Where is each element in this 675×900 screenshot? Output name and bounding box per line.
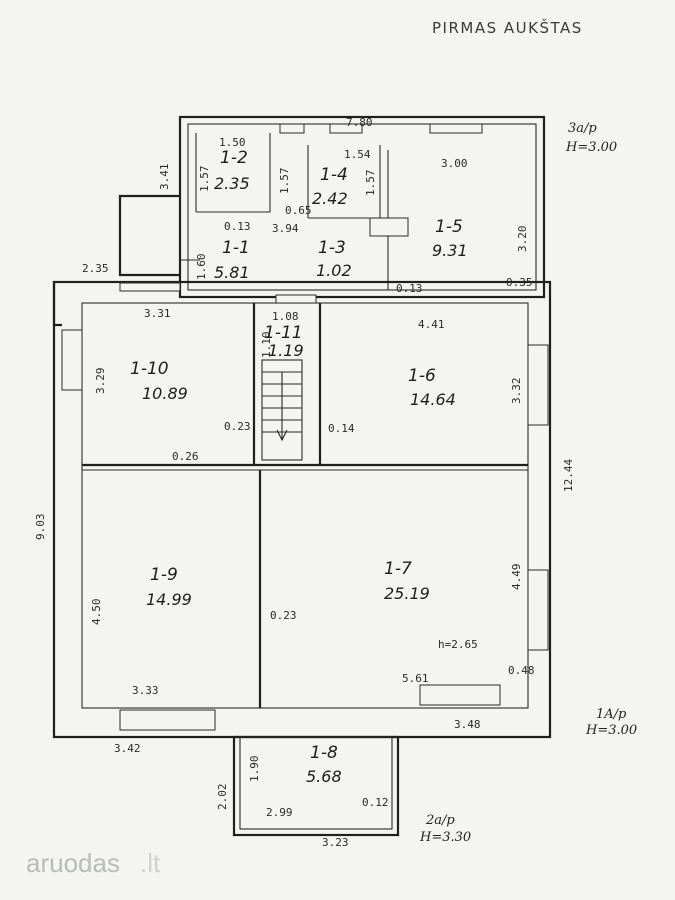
room-1-9-id: 1-9 [150, 565, 178, 585]
room-1-2-id: 1-2 [220, 148, 248, 168]
dim-2-02: 2.02 [216, 784, 229, 811]
dim-5-61: 5.61 [402, 672, 429, 685]
dim-0-26: 0.26 [172, 450, 199, 463]
dim-3-00: 3.00 [441, 157, 468, 170]
floor-title: PIRMAS AUKŠTAS [432, 18, 583, 37]
dim-1-50: 1.50 [219, 136, 246, 149]
dim-3-33: 3.33 [132, 684, 159, 697]
dim-1-90: 1.90 [248, 756, 261, 783]
room-labels: 1-2 2.35 1-4 2.42 1-5 9.31 1-1 5.81 1-3 … [130, 148, 468, 786]
watermark: aruodas .lt [26, 848, 161, 878]
note-2ap-height: H=3.30 [419, 830, 471, 845]
dim-1-57c: 1.57 [364, 170, 377, 197]
dim-2-35: 2.35 [82, 262, 109, 275]
room-1-5-id: 1-5 [435, 217, 463, 237]
dim-0-48: 0.48 [508, 664, 535, 677]
room-1-7-id: 1-7 [384, 559, 412, 579]
dim-3-48: 3.48 [454, 718, 481, 731]
room-1-10-id: 1-10 [130, 359, 169, 379]
dim-1-57b: 1.57 [278, 168, 291, 195]
note-1ap-height: H=3.00 [585, 723, 637, 738]
room-1-6-id: 1-6 [408, 366, 436, 386]
dim-0-35: 0.35 [506, 276, 533, 289]
room-1-8-area: 5.68 [306, 767, 342, 786]
dim-1-08: 1.08 [272, 310, 299, 323]
windows [61, 123, 549, 731]
room-1-4-area: 2.42 [312, 189, 348, 208]
dim-0-23a: 0.23 [224, 420, 251, 433]
room-1-1-id: 1-1 [222, 238, 250, 258]
room-1-6-area: 14.64 [410, 390, 456, 409]
room-1-10-area: 10.89 [142, 384, 188, 403]
dim-3-94: 3.94 [272, 222, 299, 235]
upper-annex-outline [178, 115, 546, 299]
room-1-2-area: 2.35 [214, 174, 250, 193]
room-1-1-area: 5.81 [214, 263, 250, 282]
annotations: 3a/p H=3.00 1A/p H=3.00 2a/p H=3.30 [419, 121, 637, 845]
dim-1-57a: 1.57 [198, 166, 211, 193]
dim-0-23b: 0.23 [270, 609, 297, 622]
dim-0-65: 0.65 [285, 204, 312, 217]
dim-3-41: 3.41 [158, 164, 171, 191]
room-1-8-id: 1-8 [310, 743, 338, 763]
room-1-5-area: 9.31 [432, 241, 468, 260]
dim-1-10: 1.10 [260, 332, 273, 359]
dim-4-50: 4.50 [90, 599, 103, 626]
dim-0-12: 0.12 [362, 796, 389, 809]
note-2ap: 2a/p [425, 813, 455, 828]
room-1-11-id: 1-11 [264, 323, 303, 343]
note-1ap: 1A/p [596, 707, 627, 722]
dim-3-20: 3.20 [516, 226, 529, 253]
dim-3-32: 3.32 [510, 378, 523, 405]
dim-0-13b: 0.13 [396, 282, 423, 295]
dim-3-42: 3.42 [114, 742, 141, 755]
watermark-brand: aruodas [26, 848, 120, 878]
room-1-11-area: 1.19 [268, 341, 304, 360]
room-1-3-id: 1-3 [318, 238, 346, 258]
dim-1-54: 1.54 [344, 148, 371, 161]
left-wing-outline [118, 194, 180, 277]
room-1-4-id: 1-4 [320, 165, 348, 185]
room-1-7-area: 25.19 [384, 584, 430, 603]
dim-3-31: 3.31 [144, 307, 171, 320]
note-3ap: 3a/p [568, 121, 597, 136]
dim-3-29: 3.29 [94, 368, 107, 395]
dim-4-41: 4.41 [418, 318, 445, 331]
room-1-9-area: 14.99 [146, 590, 192, 609]
dim-2-99: 2.99 [266, 806, 293, 819]
dim-h-2-65: h=2.65 [438, 638, 478, 651]
watermark-tld: .lt [140, 848, 161, 878]
dim-1-60: 1.60 [195, 254, 208, 281]
note-3ap-height: H=3.00 [565, 140, 617, 155]
dim-3-23: 3.23 [322, 836, 349, 849]
dim-0-13a: 0.13 [224, 220, 251, 233]
dim-0-14: 0.14 [328, 422, 355, 435]
staircase [261, 359, 303, 461]
dim-12-44: 12.44 [562, 459, 575, 492]
dimension-labels: 7.80 1.50 1.54 3.00 3.41 1.57 1.57 1.57 … [34, 116, 575, 849]
dim-4-49: 4.49 [510, 564, 523, 591]
room-1-3-area: 1.02 [316, 261, 352, 280]
dim-9-03: 9.03 [34, 514, 47, 541]
dim-7-80: 7.80 [346, 116, 373, 129]
